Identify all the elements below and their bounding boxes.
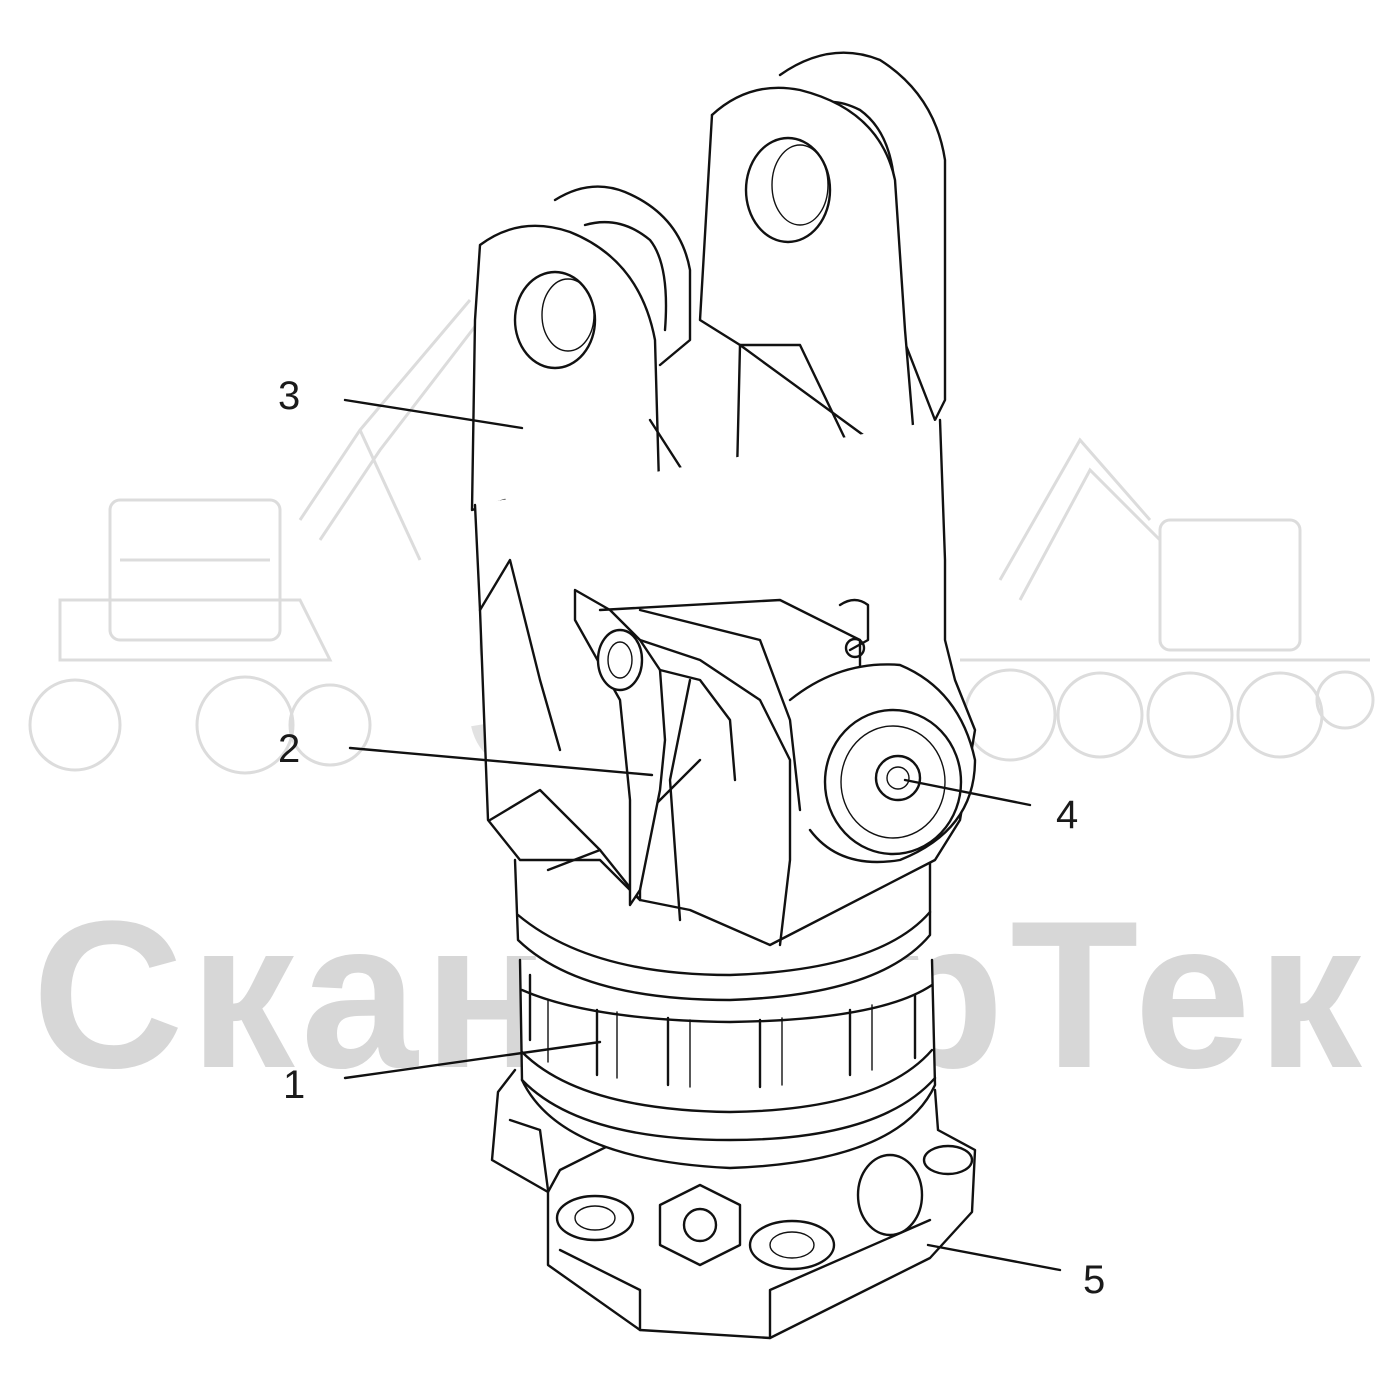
leader-1 bbox=[343, 1040, 602, 1080]
callout-1: 1 bbox=[283, 1063, 306, 1107]
leader-3 bbox=[343, 398, 524, 430]
leader-5 bbox=[926, 1243, 1062, 1272]
callout-3: 3 bbox=[278, 374, 301, 418]
part-1-rotator-drum bbox=[518, 958, 937, 1170]
leader-2 bbox=[348, 746, 654, 777]
callout-2: 2 bbox=[278, 727, 301, 771]
part-4-pin-bushing bbox=[788, 598, 977, 864]
watermark-excavator-right bbox=[960, 437, 1375, 762]
leader-4 bbox=[903, 778, 1032, 807]
watermark-harvester-left bbox=[28, 299, 482, 775]
callout-5: 5 bbox=[1083, 1258, 1106, 1302]
callout-4: 4 bbox=[1056, 793, 1079, 837]
part-3-link-yoke bbox=[470, 51, 977, 947]
